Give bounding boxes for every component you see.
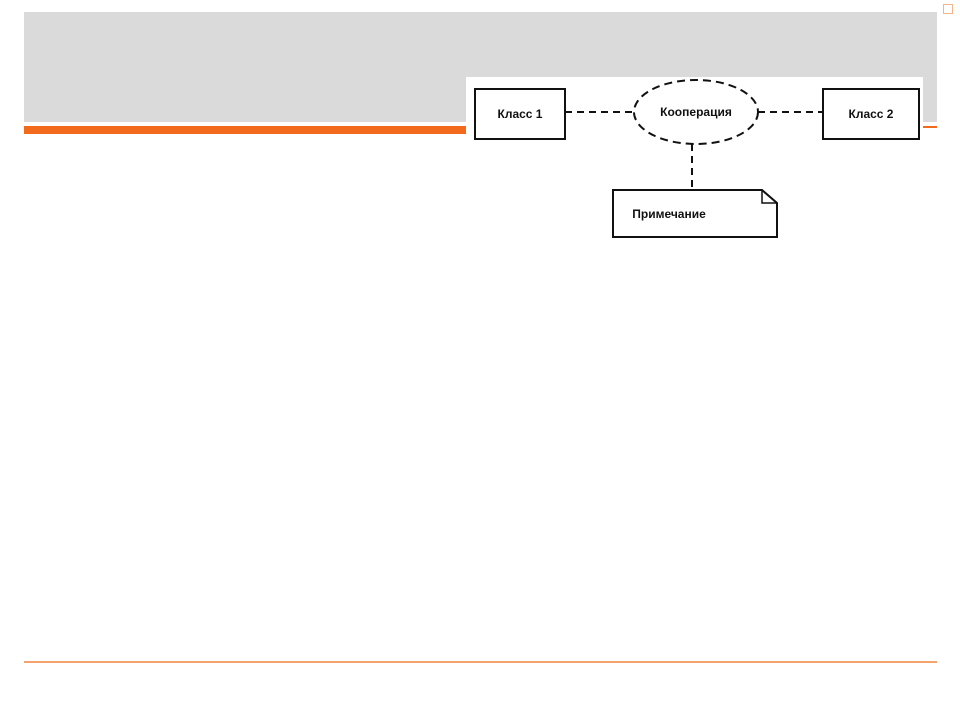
note-label: Примечание [632, 207, 706, 221]
class1-box [474, 88, 566, 140]
diagram-canvas: Класс 1 Кооперация Класс 2 Примечание [474, 79, 920, 238]
note-shape [612, 189, 778, 238]
footer-divider [24, 661, 937, 663]
class2-label: Класс 2 [849, 107, 894, 121]
corner-marker [943, 4, 953, 14]
collaboration-label: Кооперация [660, 105, 732, 119]
note-fold [761, 190, 777, 204]
class1-label: Класс 1 [498, 107, 543, 121]
title-accent-bar [24, 126, 468, 134]
title-accent-bar-right [922, 126, 937, 128]
uml-collaboration-diagram: Класс 1 Кооперация Класс 2 Примечание [466, 77, 923, 242]
class2-box [822, 88, 920, 140]
